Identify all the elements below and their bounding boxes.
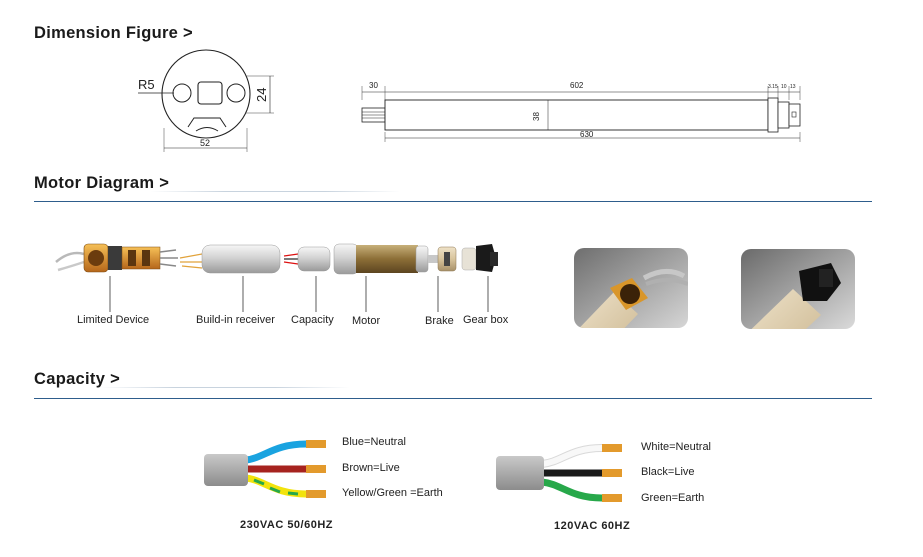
- dim-30: 30: [369, 81, 378, 90]
- part-label-limited-device: Limited Device: [77, 314, 150, 326]
- voltage-230: 230VAC 50/60HZ: [240, 519, 334, 531]
- wire-label-green: Green=Earth: [641, 492, 705, 504]
- wire-label-yellow-green: Yellow/Green =Earth: [342, 487, 443, 499]
- width-label: 52: [200, 138, 211, 148]
- dim-602: 602: [570, 81, 584, 90]
- motor-section-fade: [150, 191, 400, 192]
- photo-gear-box-end: [741, 249, 855, 329]
- side-view-drawing: [361, 86, 801, 142]
- capacity-heading: Capacity >: [34, 370, 120, 388]
- dim-13: 13: [790, 84, 796, 90]
- motor-section-rule: [34, 201, 872, 202]
- dim-630: 630: [580, 130, 594, 139]
- wire-label-black: Black=Live: [641, 466, 695, 478]
- dimension-figure-heading: Dimension Figure >: [34, 24, 193, 42]
- exploded-motor-view: [55, 243, 498, 312]
- wire-label-brown: Brown=Live: [342, 462, 400, 474]
- radius-label: R5: [138, 77, 155, 92]
- part-label-motor: Motor: [352, 315, 381, 327]
- wire-label-blue: Blue=Neutral: [342, 436, 406, 448]
- wiring-230vac: [204, 440, 326, 498]
- dim-3-15: 3.15: [768, 84, 778, 90]
- part-label-receiver: Build-in receiver: [196, 314, 275, 326]
- capacity-section-rule: [34, 398, 872, 399]
- motor-diagram-heading: Motor Diagram >: [34, 174, 170, 192]
- dim-10: 10: [781, 84, 787, 90]
- voltage-120: 120VAC 60HZ: [554, 520, 631, 532]
- part-label-gear-box: Gear box: [463, 314, 509, 326]
- wiring-120vac: [496, 444, 622, 502]
- photo-limited-device-end: [574, 248, 688, 328]
- part-label-brake: Brake: [425, 315, 454, 327]
- wire-label-white: White=Neutral: [641, 441, 712, 453]
- end-view-drawing: [138, 49, 274, 152]
- capacity-section-fade: [100, 387, 350, 388]
- part-label-capacity: Capacity: [291, 314, 334, 326]
